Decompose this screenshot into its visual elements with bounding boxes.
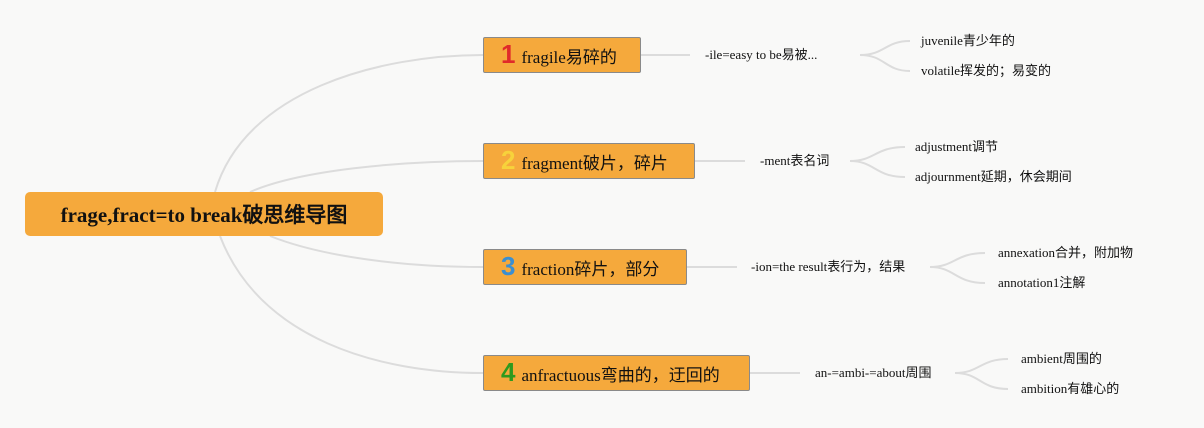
number-marker-4-icon: 4	[501, 357, 516, 387]
branch-topic-4[interactable]: 4 anfractuous弯曲的，迂回的	[483, 355, 750, 391]
branch-2-label: fragment破片，碎片	[521, 153, 668, 173]
number-marker-1-icon: 1	[501, 39, 516, 69]
branch-2-leaf-2[interactable]: adjournment延期，休会期间	[915, 169, 1072, 184]
branch-3-leaf-2[interactable]: annotation1注解	[998, 275, 1086, 290]
branch-4-note[interactable]: an-=ambi-=about周围	[815, 365, 932, 380]
note-4-to-leaf-1	[954, 358, 1009, 374]
branch-4-leaf-1[interactable]: ambient周围的	[1021, 351, 1102, 366]
root-to-branch-4	[219, 235, 484, 374]
branch-topic-1[interactable]: 1 fragile易碎的	[483, 37, 641, 73]
branch-3-note[interactable]: -ion=the result表行为，结果	[751, 259, 906, 274]
note-1-to-leaf-2	[859, 54, 911, 72]
number-marker-3-icon: 3	[501, 251, 516, 281]
branch-2-note[interactable]: -ment表名词	[760, 153, 830, 168]
branch-2-leaf-1[interactable]: adjustment调节	[915, 139, 999, 154]
root-topic[interactable]: frage,fract=to break破思维导图	[25, 192, 383, 236]
root-to-branch-2	[249, 160, 484, 193]
branch-4-label: anfractuous弯曲的，迂回的	[521, 365, 720, 385]
root-topic-label: frage,fract=to break破思维导图	[60, 203, 348, 227]
branch-4-leaf-2[interactable]: ambition有雄心的	[1021, 381, 1120, 396]
note-1-to-leaf-1	[859, 40, 911, 56]
branch-topic-2[interactable]: 2 fragment破片，碎片	[483, 143, 695, 179]
branch-1-note[interactable]: -ile=easy to be易被...	[705, 47, 818, 62]
note-3-to-leaf-2	[929, 266, 986, 284]
branch-1-label: fragile易碎的	[521, 47, 617, 67]
number-marker-2-icon: 2	[501, 145, 516, 175]
note-3-to-leaf-1	[929, 252, 986, 268]
branch-1-leaf-1[interactable]: juvenile青少年的	[921, 33, 1015, 48]
note-4-to-leaf-2	[954, 372, 1009, 390]
branch-1-leaf-2[interactable]: volatile挥发的；易变的	[921, 63, 1051, 78]
note-2-to-leaf-1	[849, 146, 906, 162]
branch-topic-3[interactable]: 3 fraction碎片，部分	[483, 249, 687, 285]
root-to-branch-3	[269, 235, 484, 268]
branch-3-leaf-1[interactable]: annexation合并，附加物	[998, 245, 1134, 260]
root-to-branch-1	[214, 54, 484, 193]
note-2-to-leaf-2	[849, 160, 906, 178]
branch-3-label: fraction碎片，部分	[521, 259, 660, 279]
